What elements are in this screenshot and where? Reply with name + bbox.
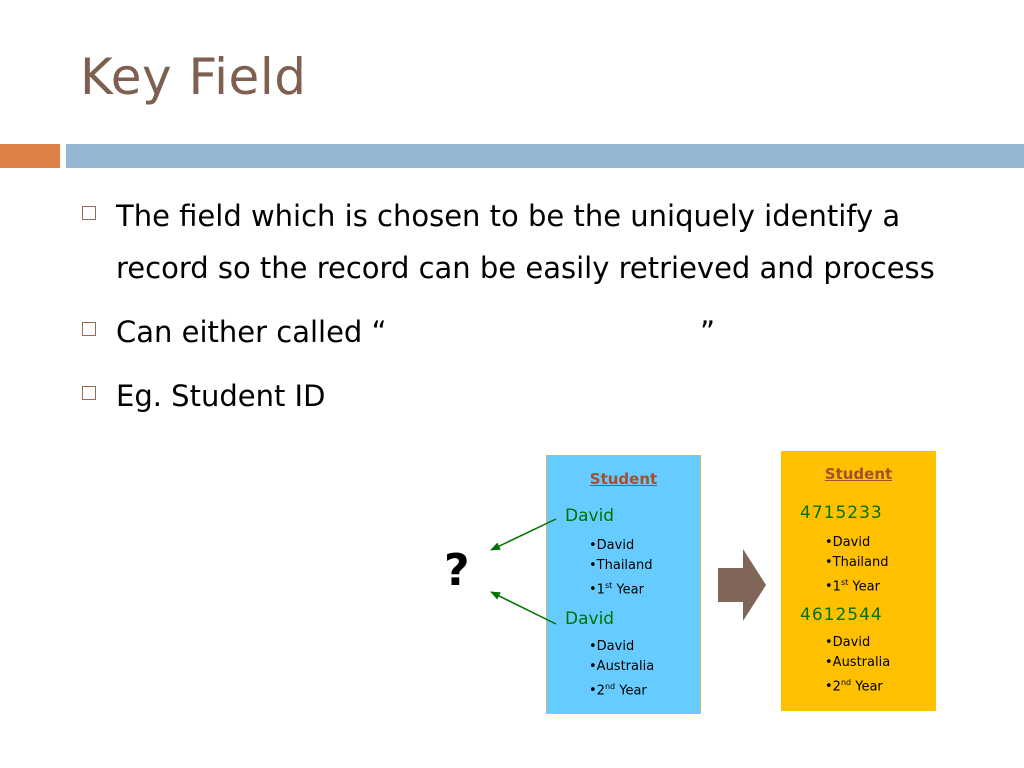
bullet-item: The field which is chosen to be the uniq… <box>80 190 966 294</box>
detail-item: Thailand <box>589 556 653 576</box>
detail-item: 1st Year <box>589 576 653 600</box>
question-mark: ? <box>444 545 470 596</box>
card-title: Student <box>824 465 893 483</box>
detail-item: 1st Year <box>825 573 889 597</box>
student-card-with-key: Student 4715233 David Thailand 1st Year … <box>781 451 936 711</box>
record-name: David <box>565 506 615 526</box>
bullet-item: Eg. Student ID <box>80 370 980 422</box>
closing-quote: ” <box>700 315 716 349</box>
detail-item: David <box>825 533 889 553</box>
detail-item: David <box>589 536 653 556</box>
card-title: Student <box>589 470 658 488</box>
detail-item: David <box>589 637 654 657</box>
bullet-text: Eg. Student ID <box>116 379 326 413</box>
detail-item: Thailand <box>825 553 889 573</box>
pointer-arrow-upper <box>490 518 557 551</box>
bullet-text: The field which is chosen to be the uniq… <box>116 199 935 285</box>
record-details: David Thailand 1st Year <box>589 536 653 600</box>
student-id: 4612544 <box>800 605 883 625</box>
detail-item: 2nd Year <box>825 673 890 697</box>
detail-item: Australia <box>825 653 891 673</box>
detail-item: 2nd Year <box>589 677 654 701</box>
record-details: David Australia 2nd Year <box>589 637 655 701</box>
accent-bar-orange <box>0 144 60 168</box>
student-card-without-key: Student David David Thailand 1st Year Da… <box>546 455 701 714</box>
detail-item: Australia <box>589 657 655 677</box>
slide-title: Key Field <box>80 48 307 106</box>
square-bullet-icon <box>82 206 96 220</box>
record-details: David Australia 2nd Year <box>825 633 891 697</box>
pointer-arrow-lower <box>490 591 557 625</box>
detail-item: David <box>825 633 890 653</box>
student-id: 4715233 <box>800 503 883 523</box>
bullet-text: Can either called “ <box>116 315 387 349</box>
bullet-list: The field which is chosen to be the uniq… <box>80 190 980 434</box>
square-bullet-icon <box>82 322 96 336</box>
record-name: David <box>565 609 615 629</box>
bullet-item: Can either called “ ” <box>80 306 980 358</box>
accent-bar-blue <box>66 144 1024 168</box>
square-bullet-icon <box>82 386 96 400</box>
transform-arrow-icon <box>718 549 766 621</box>
record-details: David Thailand 1st Year <box>825 533 889 597</box>
